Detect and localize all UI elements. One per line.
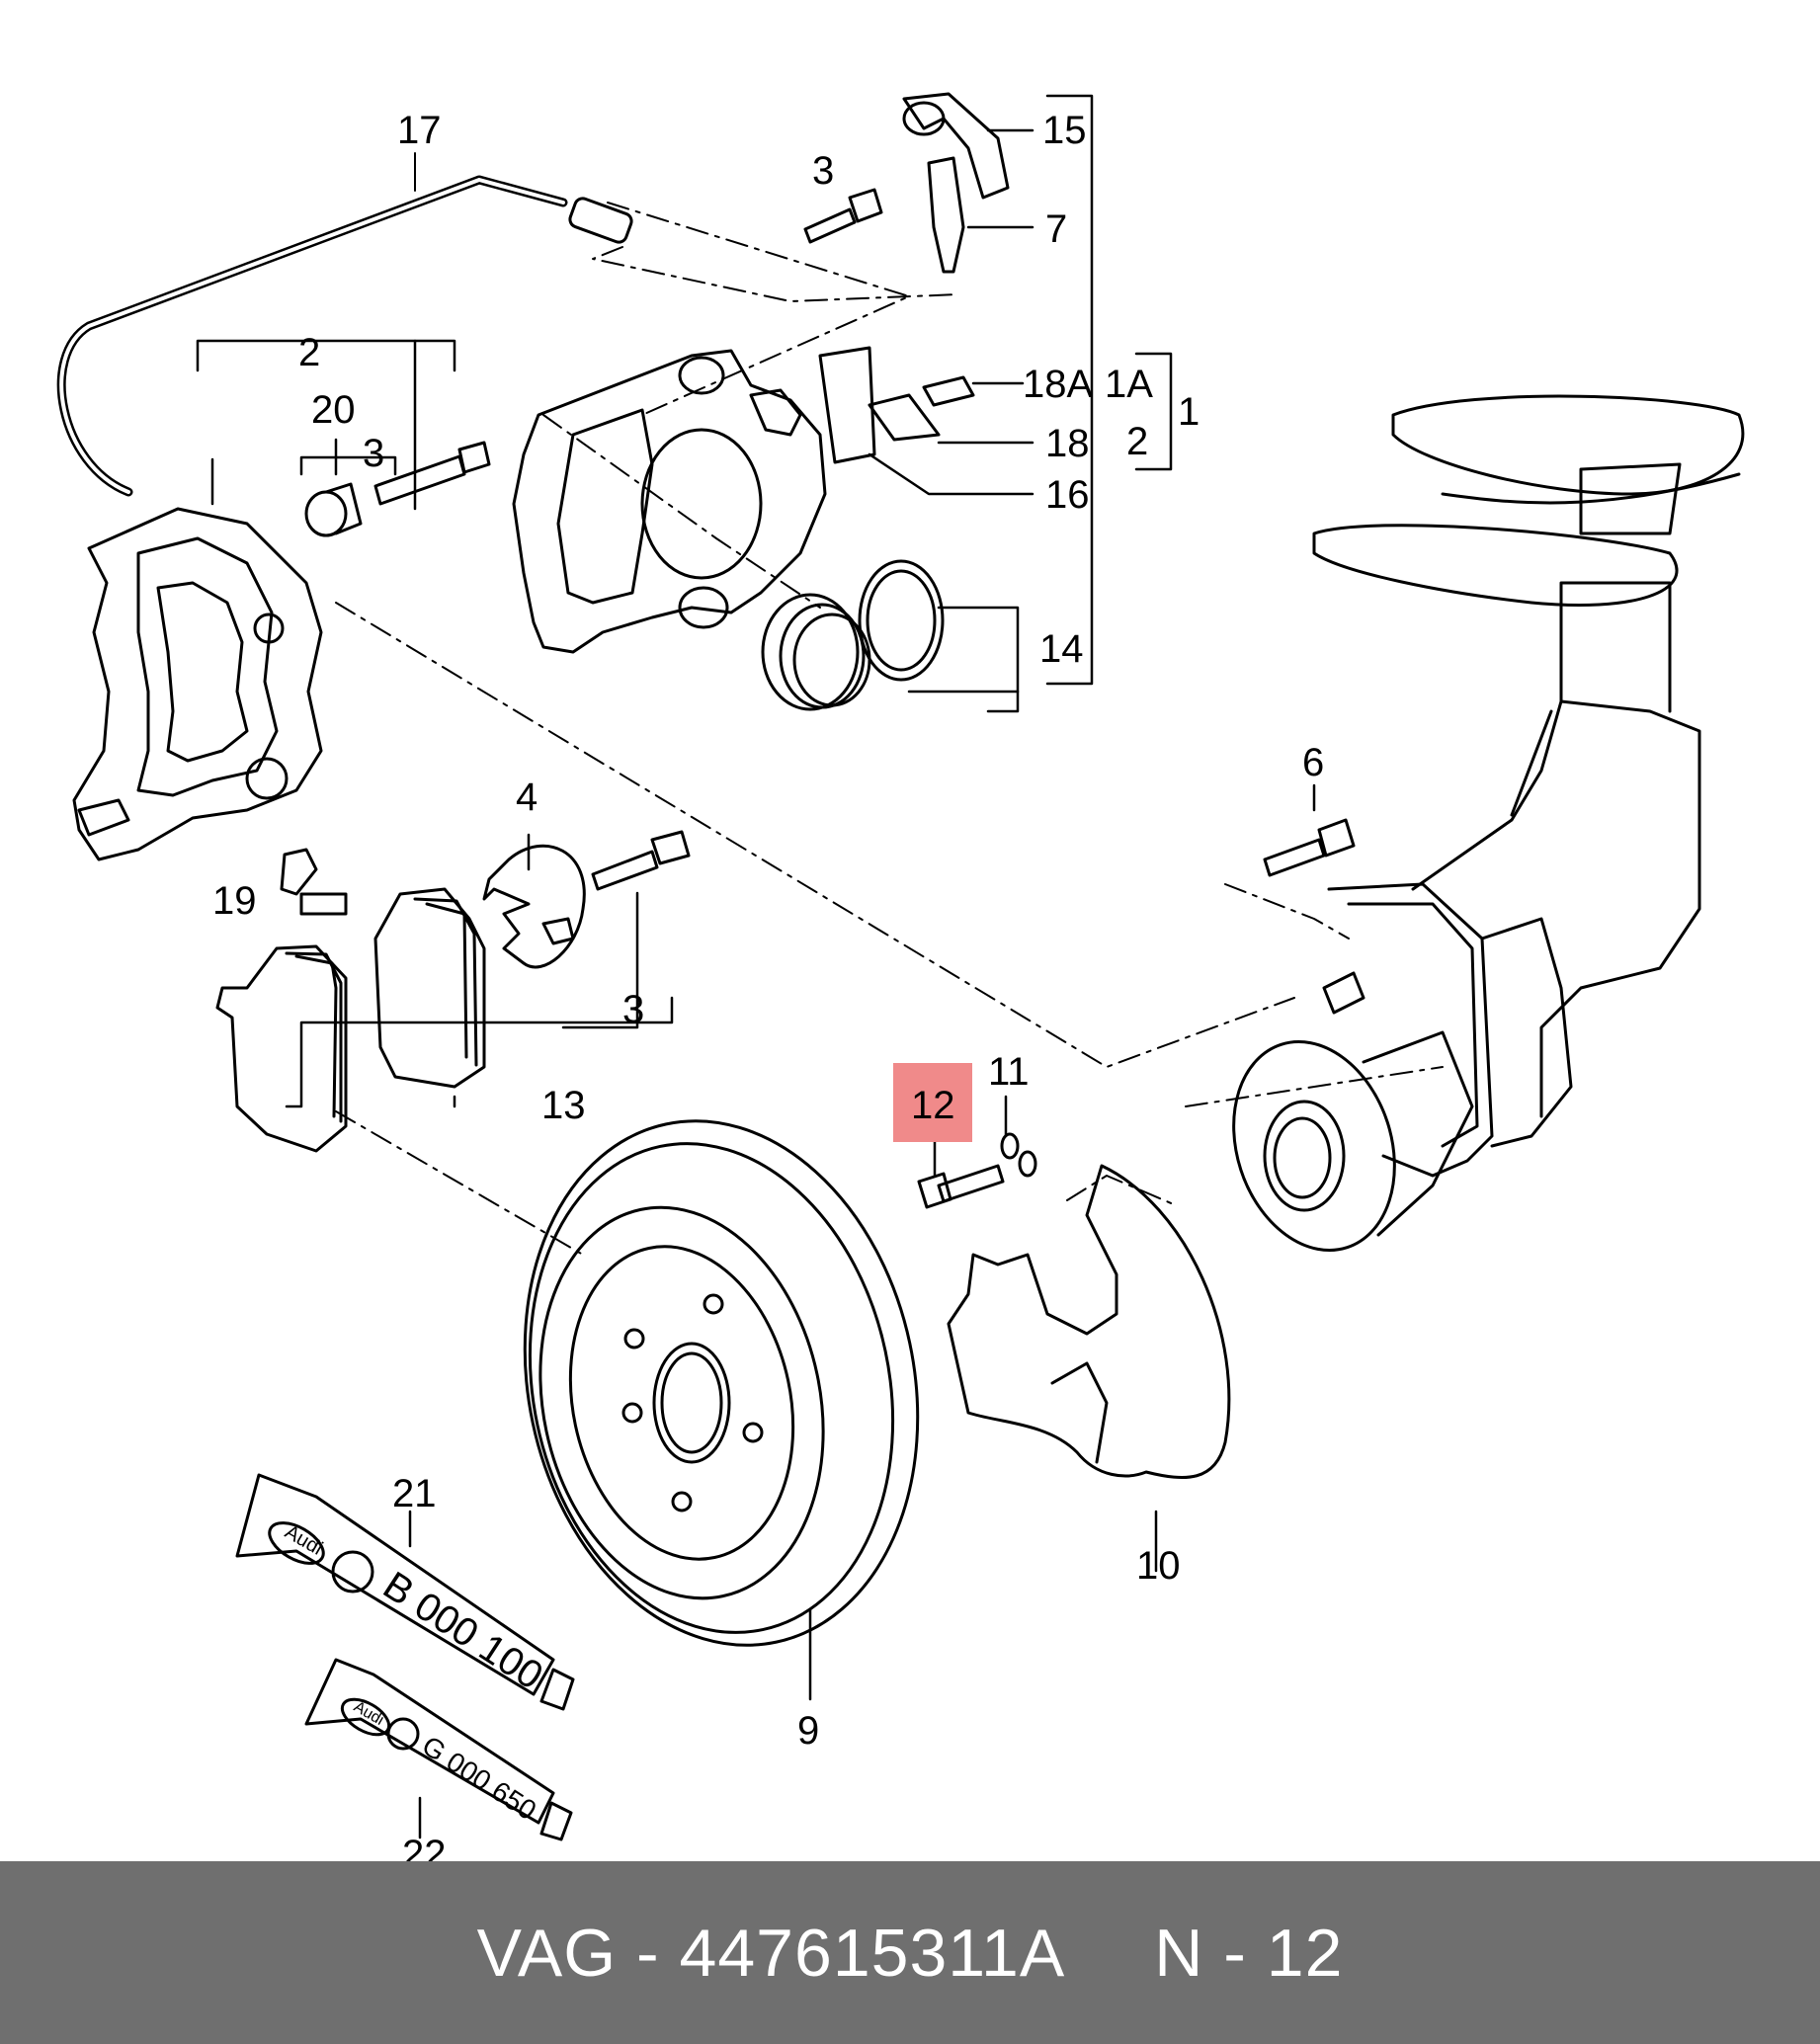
callout-7: 7 (1045, 207, 1067, 251)
callout-15: 15 (1042, 109, 1087, 152)
brake-pad-outer (215, 944, 348, 1153)
callout-13: 13 (541, 1084, 586, 1127)
part-number: VAG - 447615311A (476, 1915, 1066, 1991)
caliper-bolt (591, 830, 691, 891)
wheel-hub (1232, 1030, 1474, 1253)
shield-bolt (917, 1164, 1005, 1209)
part-number-banner: VAG - 447615311A N - 12 (0, 1861, 1820, 2044)
washer (1000, 1132, 1037, 1178)
strut-spring (1312, 394, 1745, 607)
guide-pin-bushing (304, 441, 491, 537)
callout-21: 21 (392, 1472, 437, 1515)
brake-line (56, 152, 633, 497)
callouts: 17 3 15 7 2 20 3 18A 1A 1 18 2 16 14 6 4… (212, 109, 1324, 1861)
assembly-lines (335, 202, 1444, 1256)
pad-clip (280, 848, 348, 916)
clip-set (818, 346, 975, 464)
callout-22: 22 (402, 1833, 447, 1861)
leader-lines (196, 94, 1316, 1840)
callout-19: 19 (212, 879, 257, 923)
callout-17: 17 (397, 109, 442, 152)
callout-18: 18 (1045, 422, 1090, 465)
callout-2-left: 2 (298, 331, 320, 374)
callout-3-top: 3 (812, 149, 834, 193)
callout-16: 16 (1045, 473, 1090, 517)
grease-tube-large (235, 1473, 575, 1711)
callout-12: 12 (911, 1084, 955, 1127)
piston-seal-set (761, 559, 945, 711)
bolt (803, 188, 883, 244)
callout-14: 14 (1039, 627, 1084, 671)
callout-12-highlight (893, 1063, 972, 1142)
callout-4: 4 (516, 776, 538, 819)
callout-10: 10 (1136, 1544, 1181, 1588)
callout-18A: 18A (1023, 363, 1093, 406)
diagram-position: N - 12 (1154, 1915, 1344, 1991)
callout-20: 20 (311, 388, 356, 432)
tube-code-b: B 000 100 (375, 1564, 550, 1698)
brake-pad-inner (373, 887, 486, 1089)
steering-knuckle (1322, 581, 1701, 1178)
bleed-screw (902, 92, 1010, 274)
brake-carrier (72, 507, 323, 861)
callout-9: 9 (797, 1709, 819, 1753)
callout-11: 11 (988, 1050, 1030, 1094)
callout-3-left: 3 (363, 432, 384, 475)
callout-3-mid: 3 (622, 988, 644, 1031)
splash-shield (947, 1164, 1231, 1479)
callout-1: 1 (1178, 390, 1200, 434)
callout-1A: 1A (1105, 363, 1153, 406)
grease-tube-small (304, 1658, 573, 1841)
knuckle-bolt (1263, 818, 1356, 877)
callout-6: 6 (1302, 741, 1324, 784)
brake-disc (523, 1119, 920, 1647)
exploded-brake-diagram: Audi B 000 100 Audi G 000 650 17 3 15 7 … (56, 92, 1745, 1861)
caliper-housing (512, 349, 827, 654)
anti-rattle-plate (482, 844, 586, 969)
callout-2-right: 2 (1126, 420, 1148, 463)
